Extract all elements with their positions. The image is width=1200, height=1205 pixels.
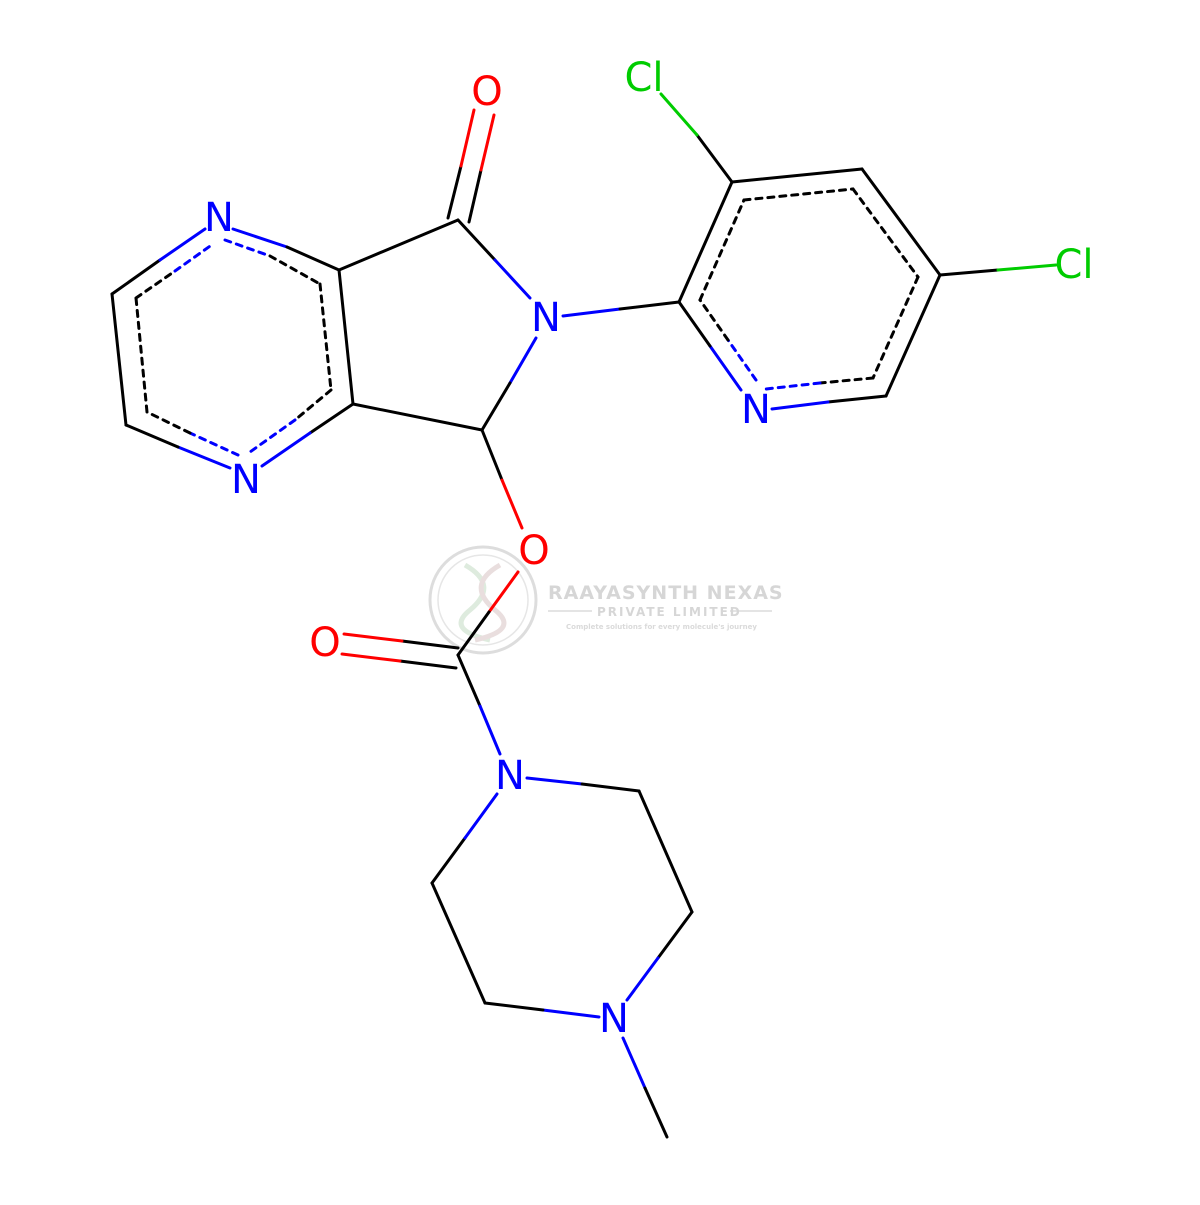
bond (637, 789, 694, 914)
bond (643, 1086, 669, 1139)
bond (860, 167, 942, 277)
bond (456, 653, 482, 708)
bond (223, 238, 272, 258)
bond (818, 376, 875, 385)
atom-o-carbonyl: O (309, 620, 340, 666)
bond (463, 792, 499, 840)
bond (621, 1036, 647, 1090)
bond (134, 269, 177, 300)
bond (480, 381, 512, 432)
atom-cl-top: Cl (624, 55, 663, 101)
bond (625, 956, 660, 1002)
atom-n-pyrazine-bottom: N (231, 457, 261, 503)
bond (826, 394, 888, 404)
bond (110, 292, 128, 427)
bond (342, 632, 404, 643)
bond (580, 782, 641, 793)
bond (730, 167, 864, 184)
bond (695, 133, 734, 184)
bond (110, 258, 162, 296)
bond (351, 402, 484, 432)
bond (677, 300, 712, 348)
atom-labels: N N O N Cl Cl N O O N N (204, 55, 1093, 1042)
bond (656, 910, 694, 960)
bond (134, 296, 149, 414)
bond (770, 400, 830, 411)
bond (938, 268, 1000, 277)
bond (188, 431, 240, 457)
atom-n-pyridine: N (741, 387, 771, 433)
bond (268, 254, 322, 286)
watermark-title: RAAYASYNTH NEXAS (548, 582, 784, 604)
bond (618, 300, 681, 311)
bond (430, 881, 487, 1005)
bond (871, 275, 920, 380)
bond (884, 273, 942, 398)
bond (459, 108, 476, 168)
bond (398, 659, 458, 670)
bond (500, 478, 524, 530)
atom-n-pyrazine-top: N (204, 195, 234, 241)
bond (541, 1008, 601, 1019)
bond (400, 639, 460, 650)
bond (483, 1001, 545, 1012)
bond (293, 388, 333, 422)
bond (467, 168, 483, 224)
bond (708, 344, 743, 392)
atom-n-piperazine-top: N (495, 753, 525, 799)
bond (308, 402, 355, 435)
bond (742, 187, 855, 202)
bond (456, 218, 497, 262)
bond (285, 245, 341, 272)
atom-cl-right: Cl (1054, 242, 1093, 288)
bond (337, 218, 460, 272)
bond (430, 836, 467, 885)
bond (145, 410, 192, 435)
bond (260, 431, 312, 468)
bond (764, 381, 822, 391)
bond (726, 338, 758, 382)
bond (479, 113, 496, 172)
bond (248, 418, 297, 454)
watermark-tagline: Complete solutions for every molecule's … (566, 623, 757, 631)
bond (176, 445, 232, 470)
watermark: RAAYASYNTH NEXAS PRIVATE LIMITED Complet… (428, 545, 784, 655)
bond (487, 570, 520, 614)
bond (698, 298, 730, 342)
bond (525, 776, 584, 786)
bond (561, 307, 622, 318)
bond (124, 423, 180, 449)
bond (173, 242, 215, 273)
bond (446, 164, 463, 220)
atom-n-lactam: N (531, 295, 561, 341)
bond (659, 92, 699, 137)
atom-o-ketone: O (471, 69, 502, 115)
bond (456, 610, 491, 657)
watermark-logo-icon (428, 545, 538, 655)
bond (493, 258, 532, 300)
atom-n-piperazine-bottom: N (599, 996, 629, 1042)
bond (231, 227, 289, 249)
bond (337, 268, 355, 406)
bond (480, 428, 504, 482)
bond (508, 336, 538, 385)
bond (318, 282, 333, 392)
bond (478, 704, 502, 756)
atom-o-ester: O (518, 528, 549, 574)
bond (158, 227, 207, 262)
bond (698, 198, 746, 302)
bonds (110, 92, 1058, 1139)
bond (851, 187, 920, 279)
bond (996, 263, 1058, 272)
watermark-subtitle: PRIVATE LIMITED (597, 605, 742, 619)
bond (340, 652, 402, 663)
bond (677, 180, 734, 304)
